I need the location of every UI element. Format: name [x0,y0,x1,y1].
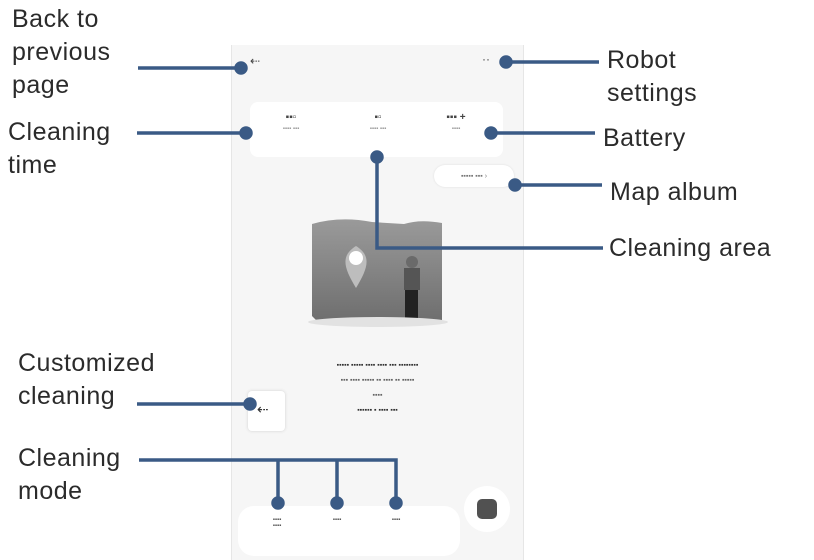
stat-glyph: ▪▪▫ [285,112,297,123]
stats-card [250,102,503,157]
mode-option-3[interactable]: ▪▪▪▪ [391,517,401,523]
stat-glyph: ▪▪▪▪ ▪▪▪ [282,126,300,132]
callout-back: Back to previous page [12,5,111,99]
cleaning-area-stat: ▪▫ ▪▪▪▪ ▪▪▪ [343,112,413,132]
message-line: ▪▪▪▪▪ ▪▪▪▪▪ ▪▪▪▪ ▪▪▪▪ ▪▪▪ ▪▪▪▪▪▪▪▪ [336,362,419,369]
back-arrow-icon[interactable]: ⇠ [250,54,261,68]
pill-glyph: ▪▪▪▪▪ ▪▪▪ › [460,172,488,180]
more-dots-icon[interactable]: ·· [482,52,490,66]
create-map-link[interactable]: ▪▪▪▪▪▪ ▪ ▪▪▪▪ ▪▪▪ [357,407,398,414]
leader-mode [139,458,398,503]
callout-customized: Customized cleaning [18,349,155,410]
start-button[interactable] [464,486,510,532]
message-line: ▪▪▪ ▪▪▪▪ ▪▪▪▪▪ ▪▪ ▪▪▪▪ ▪▪ ▪▪▪▪▪ [340,377,415,384]
person-legs [405,290,418,326]
cleaning-time-stat: ▪▪▫ ▪▪▪▪ ▪▪▪ [256,112,326,132]
callout-robot-settings: Robot settings [607,46,698,107]
stat-glyph: ▪▪▪▪ [451,126,461,132]
message-line: ▪▪▪▪ [372,392,383,399]
start-icon [477,499,497,519]
mode-option-2[interactable]: ▪▪▪▪ [332,517,342,523]
shadow [308,317,448,327]
person-head [406,256,418,268]
stat-glyph: ▪▪▪▪ ▪▪▪ [369,126,387,132]
cleaning-mode-bar [238,506,460,556]
customized-cleaning-button[interactable]: ⇠ [248,391,285,431]
mode-option-1[interactable]: ▪▪▪▪▪▪▪▪ [272,517,282,529]
callout-cleaning-area: Cleaning area [609,234,772,262]
stat-glyph: ▪▪▪ + [446,112,466,123]
stat-glyph: ▪▫ [374,112,382,123]
map-album-button[interactable]: ▪▪▪▪▪ ▪▪▪ › [434,165,514,187]
leader-cleaning-area [375,157,603,250]
person-body [404,268,420,290]
map-pin-dot [349,251,363,265]
battery-stat: ▪▪▪ + ▪▪▪▪ [421,112,491,132]
callout-battery: Battery [603,124,686,152]
customize-icon: ⇠ [257,401,269,417]
callout-map-album: Map album [610,178,739,206]
callout-cleaning-time: Cleaning time [8,118,111,179]
callout-mode: Cleaning mode [18,444,121,505]
